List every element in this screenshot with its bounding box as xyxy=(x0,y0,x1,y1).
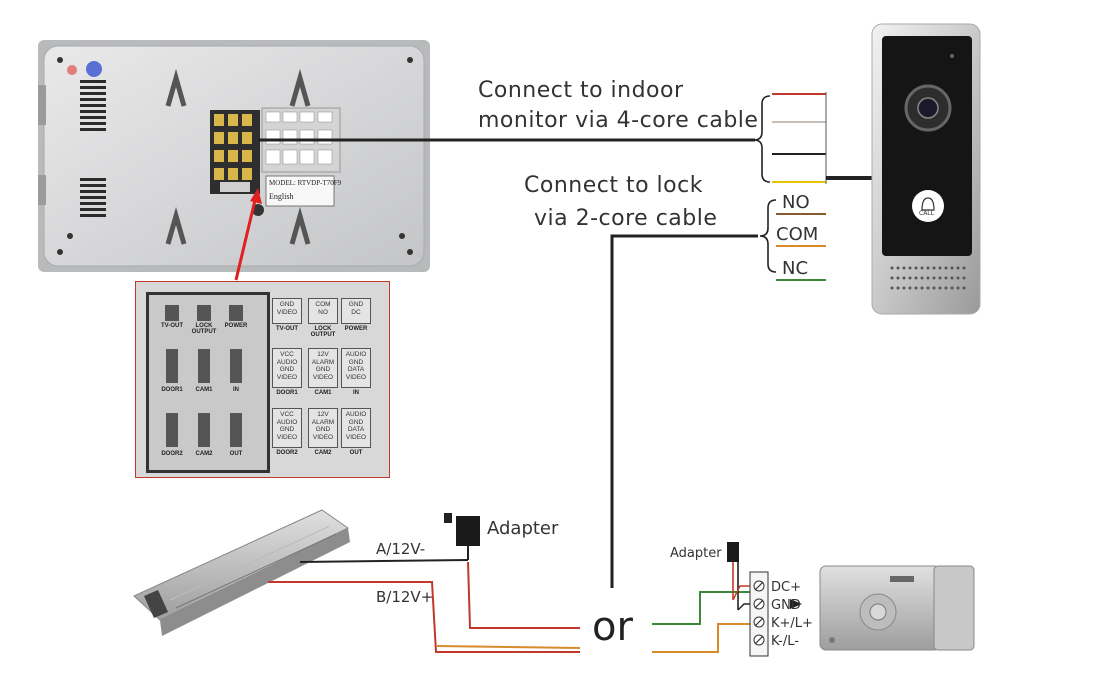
pin-label-door1: DOOR1 xyxy=(276,390,298,396)
wire-adapter-red xyxy=(467,561,580,629)
indoor-label-line1: Connect to indoor xyxy=(478,78,684,103)
terminal-gnd: GND xyxy=(771,598,801,613)
terminal-k-minus: K-/L- xyxy=(771,634,799,649)
pin-label-lock-output: LOCK OUTPUT xyxy=(310,326,336,338)
zoom-label-tv-out: TV-OUT xyxy=(161,323,183,329)
pin-box-out: AUDIO GND DATA VIDEO xyxy=(341,408,371,448)
speaker-grille-top xyxy=(80,80,106,131)
electric-rim-lock xyxy=(819,565,975,651)
pin-box-cam2: 12V ALARM GND VIDEO xyxy=(308,408,338,448)
wire-b xyxy=(268,581,580,653)
lock-cable xyxy=(610,234,758,588)
adapter-small-icon xyxy=(727,542,739,610)
adapter-main-icon xyxy=(444,513,480,560)
pin-label-door2: DOOR2 xyxy=(276,450,298,456)
zoom-label-door1: DOOR1 xyxy=(161,387,183,393)
lock-label-line1: Connect to lock xyxy=(524,173,703,198)
pin-label-cam2: CAM2 xyxy=(314,450,332,456)
magnetic-lock xyxy=(133,509,350,636)
pin-box-lock-output: COM NO xyxy=(308,298,338,324)
lock-label-line2: via 2-core cable xyxy=(534,206,718,231)
pin-box-tv-out: GND VIDEO xyxy=(272,298,302,324)
pin-label-cam1: CAM1 xyxy=(314,390,332,396)
pin-box-door1: VCC AUDIO GND VIDEO xyxy=(272,348,302,388)
pin-label-in: IN xyxy=(353,390,359,396)
terminal-block xyxy=(749,571,802,657)
zoom-label-door2: DOOR2 xyxy=(161,451,183,457)
wire-a-label: A/12V- xyxy=(376,540,426,558)
wire-a xyxy=(299,559,469,563)
indoor-label-line2: monitor via 4-core cable xyxy=(478,108,759,133)
pin-label-out: OUT xyxy=(349,450,363,456)
terminal-no-label: NO xyxy=(782,192,810,213)
pin-box-in: AUDIO GND DATA VIDEO xyxy=(341,348,371,388)
four-core-wires xyxy=(772,93,826,183)
wire-b-label: B/12V+ xyxy=(376,588,434,606)
terminal-com-label: COM xyxy=(776,224,819,245)
pin-box-cam1: 12V ALARM GND VIDEO xyxy=(308,348,338,388)
pointer-arrow xyxy=(234,188,262,281)
speaker-grille-bottom xyxy=(80,178,106,217)
zoom-label-in: IN xyxy=(233,387,239,393)
model-sticker-lang: English xyxy=(269,192,294,201)
zoom-label-out: OUT xyxy=(229,451,243,457)
model-sticker-text: MODEL: RTVDP-T70F9 xyxy=(269,179,342,187)
indoor-monitor xyxy=(38,40,430,272)
zoom-label-lock-output: LOCK OUTPUT xyxy=(191,323,217,335)
connector-pcb: TV-OUT LOCK OUTPUT POWER DOOR1 CAM1 IN D… xyxy=(146,292,270,473)
four-core-brace xyxy=(753,95,771,183)
zoom-label-power: POWER xyxy=(224,323,248,329)
pin-label-tv-out: TV-OUT xyxy=(276,326,298,332)
pin-label-power: POWER xyxy=(344,326,368,332)
adapter-small-label: Adapter xyxy=(670,546,722,561)
lock-wires xyxy=(776,213,826,281)
connector-zoom-inset: TV-OUT LOCK OUTPUT POWER DOOR1 CAM1 IN D… xyxy=(135,281,390,478)
terminal-nc-label: NC xyxy=(782,258,809,279)
zoom-label-cam2: CAM2 xyxy=(195,451,213,457)
pin-box-door2: VCC AUDIO GND VIDEO xyxy=(272,408,302,448)
terminal-dc-plus: DC+ xyxy=(771,580,801,595)
or-label: or xyxy=(592,604,633,650)
call-button-text: CALL xyxy=(919,210,934,217)
zoom-label-cam1: CAM1 xyxy=(195,387,213,393)
two-core-brace xyxy=(759,199,777,273)
outdoor-doorbell xyxy=(871,23,981,315)
adapter-main-label: Adapter xyxy=(487,518,559,539)
terminal-k-plus: K+/L+ xyxy=(771,616,813,631)
pin-box-power: GND DC xyxy=(341,298,371,324)
